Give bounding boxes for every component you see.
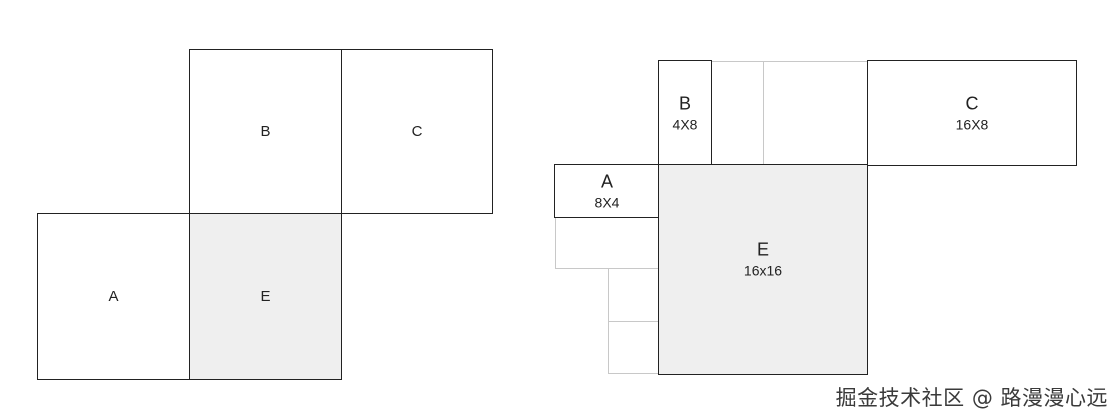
watermark-text: 掘金技术社区 @ 路漫漫心远	[835, 386, 1108, 410]
right-box-a-size: 8X4	[594, 194, 620, 211]
empty-cell-left-1	[555, 216, 660, 269]
empty-cell-left-3	[608, 321, 660, 374]
right-box-c-label: C	[965, 93, 979, 114]
left-box-a-label: A	[108, 287, 119, 305]
right-box-a-label: A	[600, 171, 613, 192]
empty-cell-top-2	[763, 61, 868, 165]
left-box-c-label: C	[411, 122, 423, 140]
left-box-e-label: E	[260, 287, 271, 305]
left-box-a: A	[37, 213, 190, 380]
right-box-b-size: 4X8	[672, 116, 698, 133]
left-box-e: E	[189, 213, 342, 380]
right-box-c-size: 16X8	[955, 116, 989, 133]
empty-cell-left-2	[608, 268, 660, 322]
right-box-e-label: E	[756, 239, 769, 260]
right-box-a: A 8X4	[554, 164, 660, 218]
right-box-c: C 16X8	[867, 60, 1077, 166]
left-box-c: C	[341, 49, 493, 214]
right-box-e-size: 16x16	[743, 262, 783, 279]
left-box-b-label: B	[260, 122, 271, 140]
empty-cell-top-1	[711, 61, 764, 165]
right-box-e: E 16x16	[658, 164, 868, 375]
left-box-b: B	[189, 49, 342, 214]
right-box-b: B 4X8	[658, 60, 712, 166]
right-box-b-label: B	[678, 93, 691, 114]
